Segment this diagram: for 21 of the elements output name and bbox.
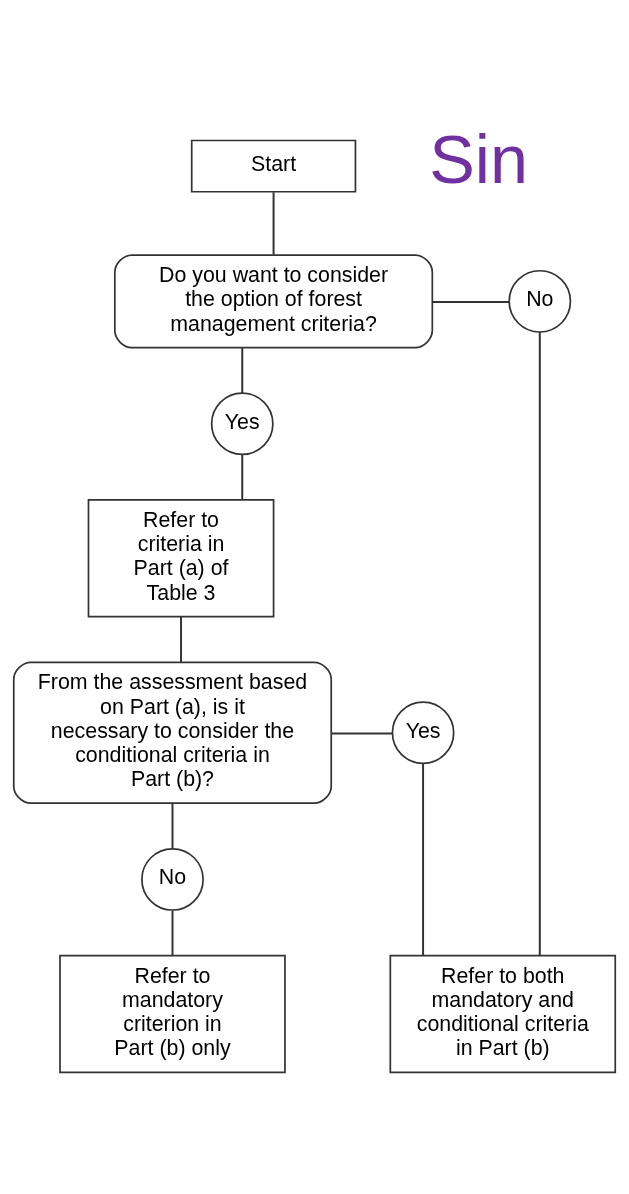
node-circle: Yes [391, 700, 455, 764]
node-box: Do you want to consider the option of forest management criteria? [113, 253, 434, 348]
connector [171, 802, 174, 849]
node-box: Refer to both mandatory and conditional criteria in Part (b) [389, 954, 617, 1073]
connector [330, 731, 394, 734]
label: Sin [429, 120, 528, 197]
connector [171, 909, 174, 956]
connector [241, 346, 244, 394]
connector [422, 761, 425, 956]
connector [241, 453, 244, 501]
connector [538, 330, 541, 956]
node-box: Start [190, 139, 357, 193]
node-box: Refer to criteria in Part (a) of Table 3 [87, 498, 275, 618]
connector [431, 300, 510, 303]
node-circle: No [508, 269, 572, 333]
node-circle: No [141, 847, 204, 911]
node-box: Refer to mandatory criterion in Part (b) only [59, 954, 286, 1073]
connector [272, 190, 275, 256]
node-circle: Yes [210, 391, 274, 455]
node-box: From the assessment based on Part (a), is it necessary to consider the conditional criteria in Part (b)? [12, 660, 333, 804]
connector [180, 615, 183, 663]
